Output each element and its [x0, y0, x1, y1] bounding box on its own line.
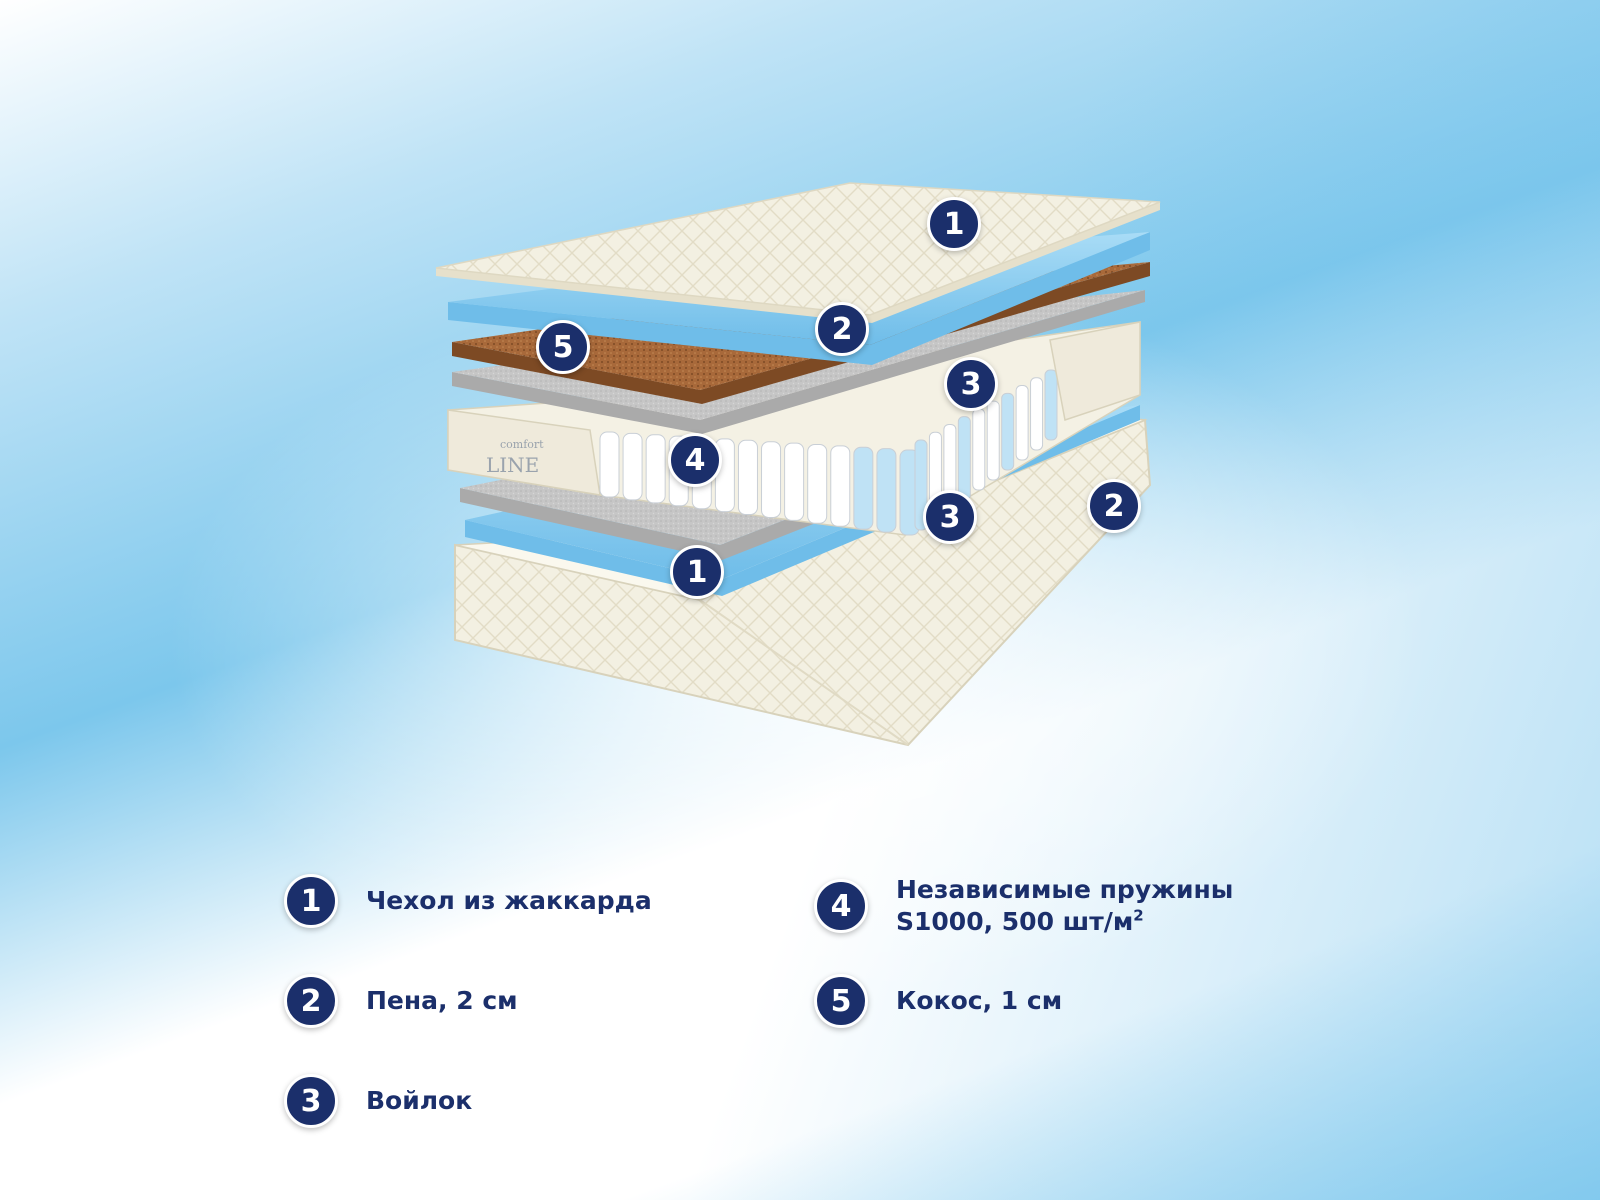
spring-pocket: [1001, 392, 1015, 471]
brand-logo-line1: comfort: [500, 438, 544, 451]
legend-item-foam: 2 Пена, 2 см: [284, 974, 518, 1028]
spring-pocket: [761, 441, 782, 518]
spring-pocket: [645, 434, 666, 504]
spring-pocket: [599, 431, 620, 498]
spring-pocket: [1015, 385, 1029, 461]
legend-label-cover: Чехол из жаккарда: [366, 886, 652, 915]
spring-pocket: [1030, 377, 1044, 451]
mattress-illustration: comfort LINE: [435, 182, 1161, 747]
callout-felt-top: 3: [944, 357, 998, 411]
spring-pocket: [830, 445, 851, 527]
legend-label-springs-line1: Независимые пружины: [896, 875, 1234, 904]
spring-pocket: [622, 432, 643, 501]
legend-label-felt: Войлок: [366, 1086, 473, 1115]
spring-pocket: [986, 400, 1000, 481]
callout-foam-bottom: 1: [670, 545, 724, 599]
spring-pocket: [784, 442, 805, 521]
callout-coconut: 5: [536, 320, 590, 374]
spring-pocket: [972, 408, 986, 491]
brand-logo-line2: LINE: [486, 453, 539, 477]
legend-item-coconut: 5 Кокос, 1 см: [814, 974, 1062, 1028]
legend-label-springs: Независимые пружины S1000, 500 шт/м2: [896, 874, 1233, 938]
callout-cover-bottom: 2: [1087, 479, 1141, 533]
legend-label-springs-line2: S1000, 500 шт/м2: [896, 906, 1233, 938]
spring-pocket: [853, 446, 874, 530]
legend-item-felt: 3 Войлок: [284, 1074, 472, 1128]
callout-felt-bottom: 3: [923, 490, 977, 544]
callout-cover-top: 1: [927, 197, 981, 251]
spring-pocket: [1044, 369, 1058, 441]
legend-number-1: 1: [284, 874, 338, 928]
callout-springs: 4: [668, 433, 722, 487]
legend-label-coconut: Кокос, 1 см: [896, 986, 1063, 1015]
callout-foam-top: 2: [815, 302, 869, 356]
legend-label-foam: Пена, 2 см: [366, 986, 518, 1015]
legend-label-springs-sup: 2: [1133, 906, 1144, 925]
spring-pocket: [876, 448, 897, 533]
spring-pocket: [957, 416, 971, 501]
legend-item-cover: 1 Чехол из жаккарда: [284, 874, 652, 928]
legend-label-springs-spec: S1000, 500 шт/м: [896, 907, 1134, 936]
legend-item-springs: 4 Независимые пружины S1000, 500 шт/м2: [814, 874, 1233, 938]
legend-number-4: 4: [814, 879, 868, 933]
legend-number-3: 3: [284, 1074, 338, 1128]
legend-number-2: 2: [284, 974, 338, 1028]
spring-pocket: [807, 443, 828, 524]
spring-pocket: [737, 439, 758, 516]
legend-number-5: 5: [814, 974, 868, 1028]
